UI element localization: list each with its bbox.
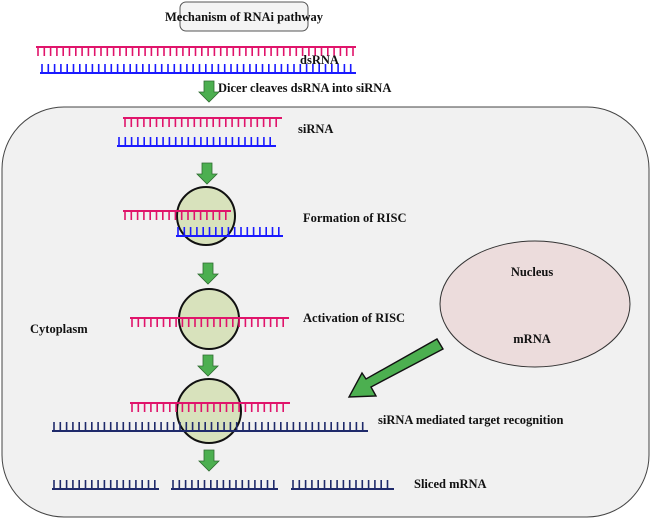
strands-layer bbox=[36, 46, 356, 147]
arrow-mrna-export bbox=[347, 338, 444, 398]
arrow-to-risc-formation bbox=[196, 162, 218, 185]
nucleus: Nucleus mRNA bbox=[439, 240, 631, 368]
sliced-mrna-fragment-3 bbox=[291, 480, 394, 490]
sirna-label: siRNA bbox=[298, 122, 333, 136]
risc-formation-label: Formation of RISC bbox=[303, 211, 406, 225]
sliced-mrna-fragment-2 bbox=[171, 480, 278, 490]
sliced-mrna-label: Sliced mRNA bbox=[414, 477, 487, 491]
target-guide-strand bbox=[130, 402, 290, 412]
risc-active-guide-strand bbox=[130, 317, 289, 327]
dsrna-label: dsRNA bbox=[300, 53, 339, 67]
dicer-step-label: Dicer cleaves dsRNA into siRNA bbox=[218, 81, 391, 95]
arrow-dicer-step bbox=[198, 80, 220, 103]
arrow-to-sliced-mrna bbox=[198, 449, 220, 472]
risc-activation-label: Activation of RISC bbox=[303, 311, 405, 325]
target-mrna-strand bbox=[52, 422, 368, 432]
dsrna-antisense-strand bbox=[40, 64, 356, 74]
risc-formation-sense-strand bbox=[123, 210, 231, 220]
risc-formation-antisense-strand bbox=[176, 227, 283, 237]
diagram-title: Mechanism of RNAi pathway bbox=[165, 10, 324, 24]
risc-complex-target bbox=[176, 378, 242, 444]
target-recognition-label: siRNA mediated target recognition bbox=[378, 413, 564, 427]
sliced-mrna-fragment-1 bbox=[52, 480, 159, 490]
sirna-antisense-strand bbox=[117, 137, 276, 147]
nucleus-label: Nucleus bbox=[511, 265, 554, 279]
arrow-to-risc-activation bbox=[197, 262, 219, 285]
cytoplasm-label: Cytoplasm bbox=[30, 322, 88, 336]
mrna-label: mRNA bbox=[513, 332, 551, 346]
sirna-sense-strand bbox=[123, 117, 282, 127]
cytoplasm-compartment bbox=[1, 106, 650, 518]
risc-complex-formation bbox=[176, 186, 236, 246]
dsrna-sense-strand bbox=[36, 46, 356, 56]
arrow-to-target-recognition bbox=[197, 354, 219, 377]
title-box: Mechanism of RNAi pathway bbox=[165, 1, 324, 32]
